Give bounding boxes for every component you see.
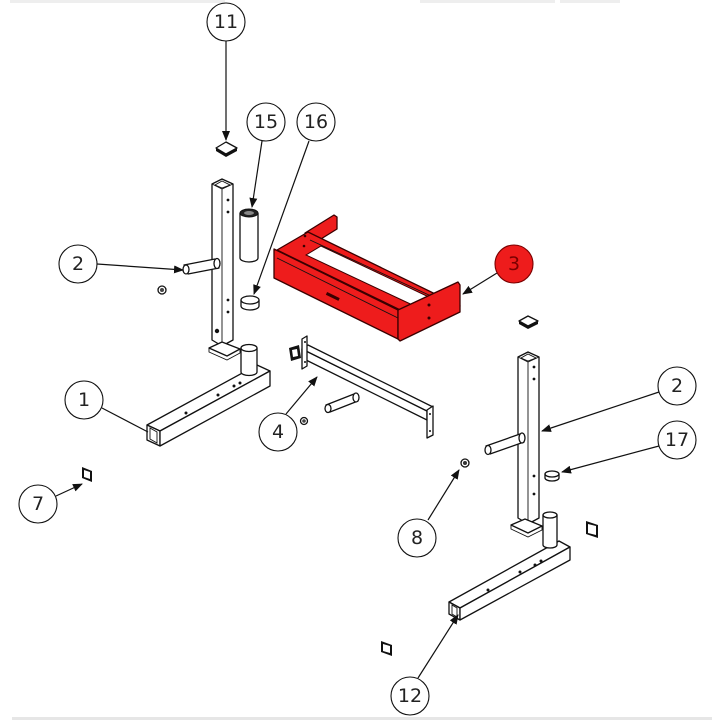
svg-text:8: 8 [411,527,423,549]
svg-text:4: 4 [272,421,284,443]
part-11-square-cap [215,141,238,157]
top-edge-strip [10,0,225,3]
part-16-round-cap [240,295,260,311]
bottom-edge-strip [12,717,712,720]
part-3-red-tray [273,214,461,342]
callout-17: 17 [657,420,697,460]
part-15-sleeve [239,208,259,263]
callout-11: 11 [206,2,246,42]
svg-text:1: 1 [78,389,90,411]
part-17-round-cap [544,470,560,482]
callout-7: 7 [18,484,58,524]
top-edge-strip [420,0,555,3]
part-2-right-upright [484,351,543,538]
part-7-end-cap-bottom [381,641,392,656]
callout-1: 1 [64,380,104,420]
part-7-end-cap-right [586,521,598,538]
svg-text:7: 7 [32,493,44,515]
part-1-left-base [146,343,271,447]
svg-text:15: 15 [254,111,278,133]
svg-text:2: 2 [72,253,84,275]
part-11-square-cap-right [518,315,539,329]
part-4-cross-brace [289,335,434,439]
callout-15: 15 [246,102,286,142]
top-edge-strip [560,0,620,3]
svg-text:2: 2 [671,375,683,397]
callout-16: 16 [296,102,336,142]
leader-lines [55,41,660,679]
part-7-end-cap [82,467,92,482]
part-8-knob-center [299,416,309,426]
callout-8: 8 [397,518,437,558]
callout-3-highlighted: 3 [494,244,534,284]
svg-text:3: 3 [508,253,520,275]
part-8-knob [460,458,470,468]
svg-text:11: 11 [214,11,238,33]
svg-text:12: 12 [398,685,422,707]
callout-2-left: 2 [58,244,98,284]
part-12-right-base [448,511,571,621]
callout-4: 4 [258,412,298,452]
callout-12: 12 [390,676,430,716]
part-2-left-upright [182,178,241,361]
part-8-knob-left [157,285,167,295]
svg-text:17: 17 [665,429,689,451]
callout-2-right: 2 [657,366,697,406]
svg-text:16: 16 [304,111,328,133]
